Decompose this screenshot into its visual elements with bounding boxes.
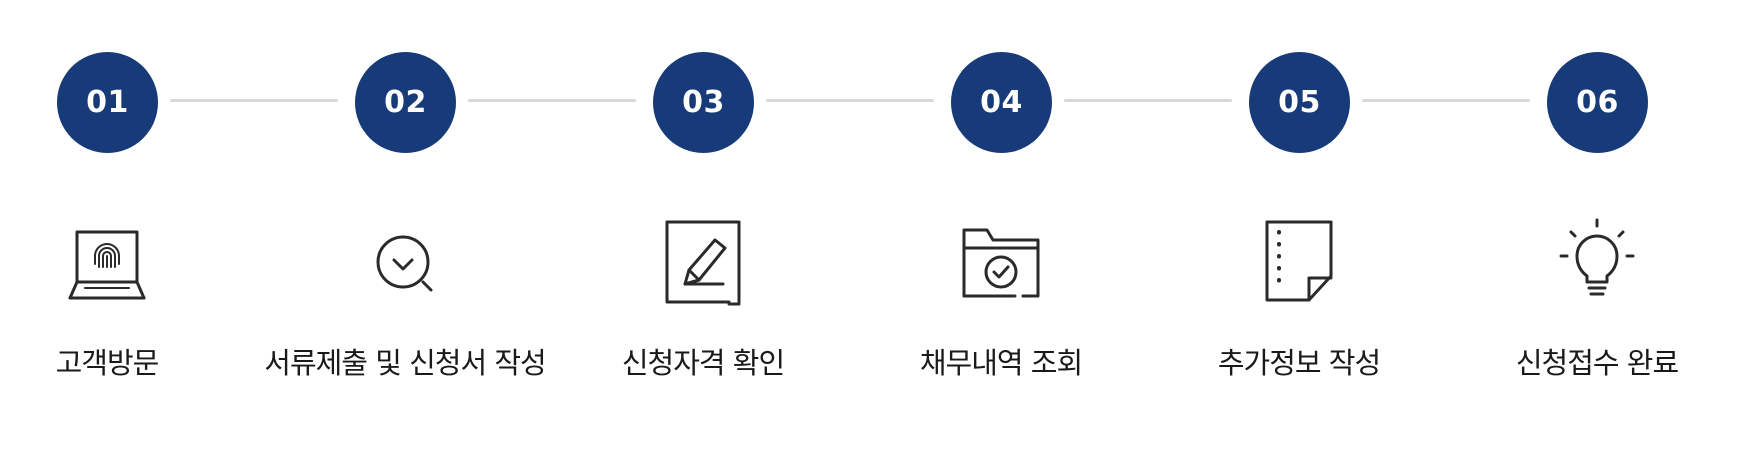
step-label: 서류제출 및 신청서 작성 xyxy=(264,346,546,380)
step-label: 추가정보 작성 xyxy=(1217,346,1381,380)
step-number-badge: 01 xyxy=(57,52,158,153)
step-number-badge: 03 xyxy=(653,52,754,153)
step-number-badge: 02 xyxy=(355,52,456,153)
search-check-icon xyxy=(365,218,445,314)
step-connector xyxy=(1064,99,1232,102)
document-edit-icon xyxy=(663,218,743,314)
step-label: 고객방문 xyxy=(55,346,160,380)
step-connector xyxy=(1362,99,1530,102)
step-label: 채무내역 조회 xyxy=(919,346,1083,380)
step-number-badge: 04 xyxy=(951,52,1052,153)
step-connector xyxy=(170,99,338,102)
folder-check-icon xyxy=(961,218,1041,314)
step-connector xyxy=(468,99,636,102)
step-number-badge: 05 xyxy=(1249,52,1350,153)
laptop-fingerprint-icon xyxy=(67,218,147,314)
step-label: 신청자격 확인 xyxy=(621,346,785,380)
step-number-badge: 06 xyxy=(1547,52,1648,153)
note-page-icon xyxy=(1259,218,1339,314)
step-connector xyxy=(766,99,934,102)
lightbulb-icon xyxy=(1557,218,1637,314)
step-label: 신청접수 완료 xyxy=(1515,346,1679,380)
